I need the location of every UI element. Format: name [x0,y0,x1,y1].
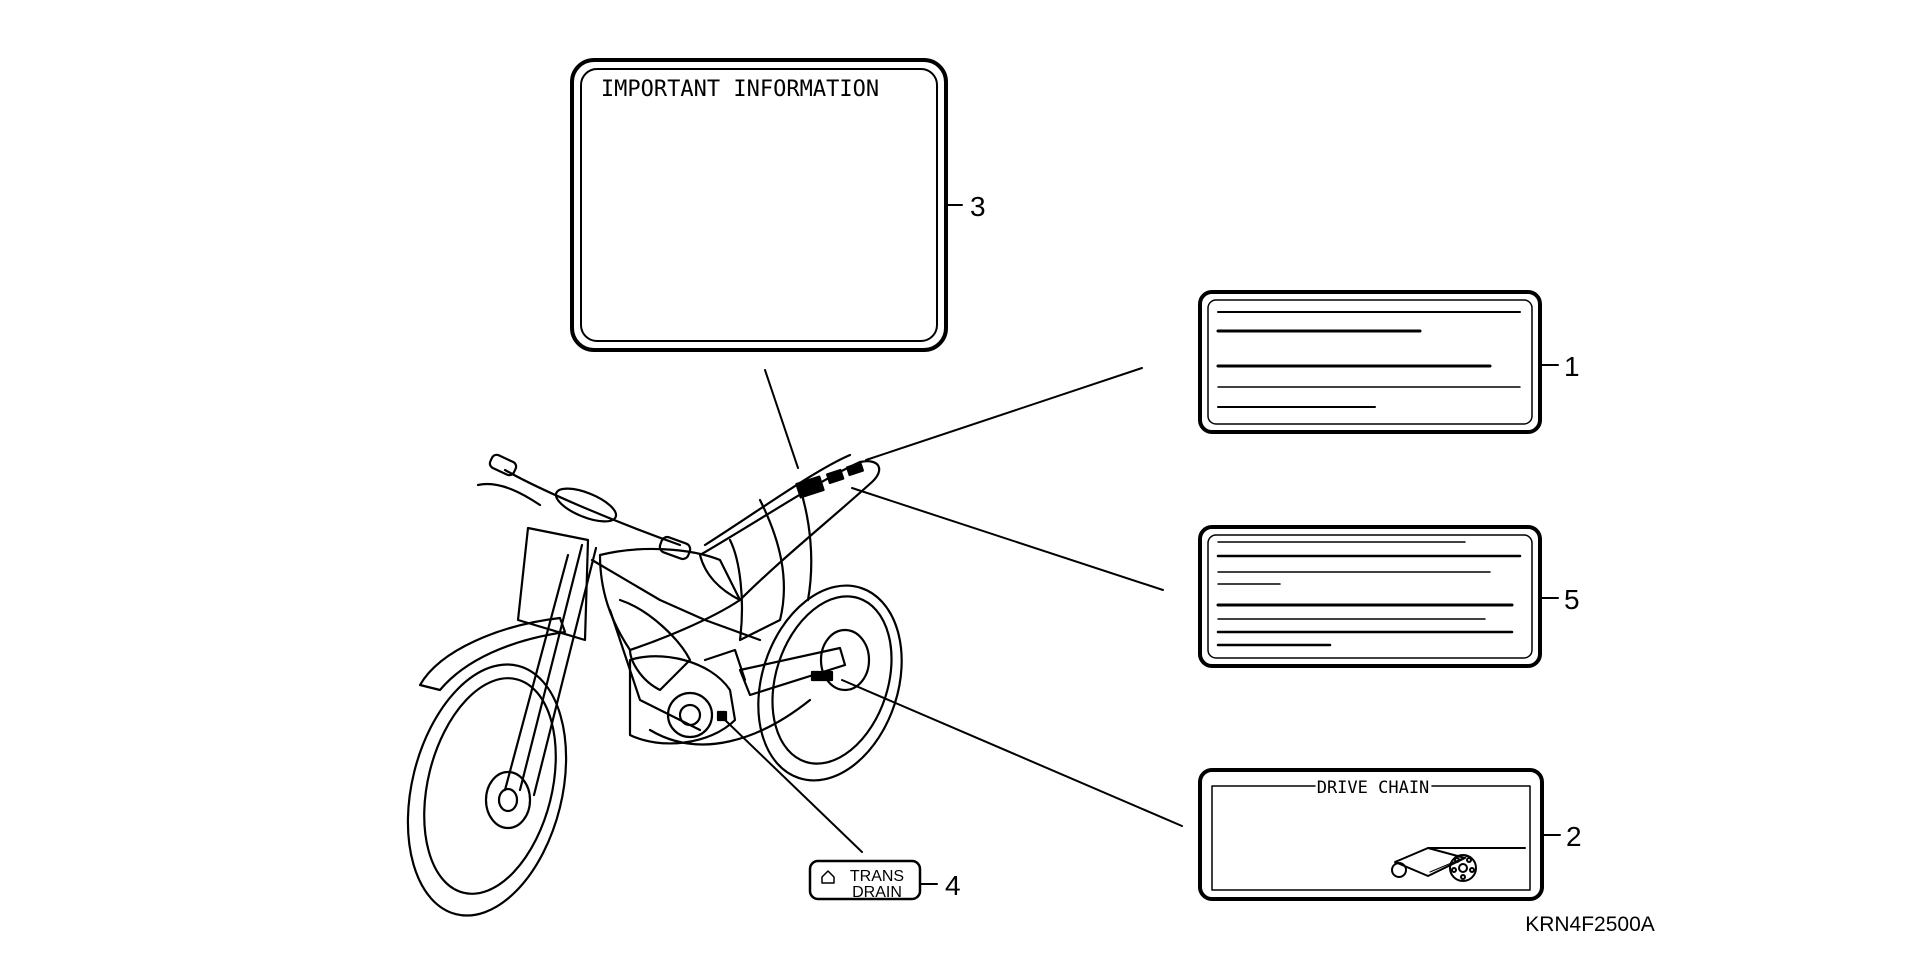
callout-5: 5 [1564,584,1580,615]
home-drain-icon [821,870,835,884]
motorcycle-illustration [406,453,903,917]
callout-2: 2 [1566,821,1582,852]
important-information-title: IMPORTANT INFORMATION [601,77,879,102]
drive-chain-title: DRIVE CHAIN [1317,778,1430,798]
drain-text: DRAIN [852,884,902,901]
important-information-label: IMPORTANT INFORMATION [570,58,948,352]
callout-1: 1 [1564,351,1580,382]
chain-sprocket-icon [1391,847,1526,882]
drive-chain-label: DRIVE CHAIN [1198,768,1544,901]
diagram-code: KRN4F2500A [1525,913,1655,936]
callout-4: 4 [945,870,961,901]
trans-text: TRANS [850,868,904,885]
trans-drain-label: TRANS DRAIN [808,859,922,901]
caution-label-1 [1198,290,1542,434]
leader-lines [724,367,1183,853]
caution-label-5 [1198,525,1542,668]
callout-3: 3 [970,191,986,222]
